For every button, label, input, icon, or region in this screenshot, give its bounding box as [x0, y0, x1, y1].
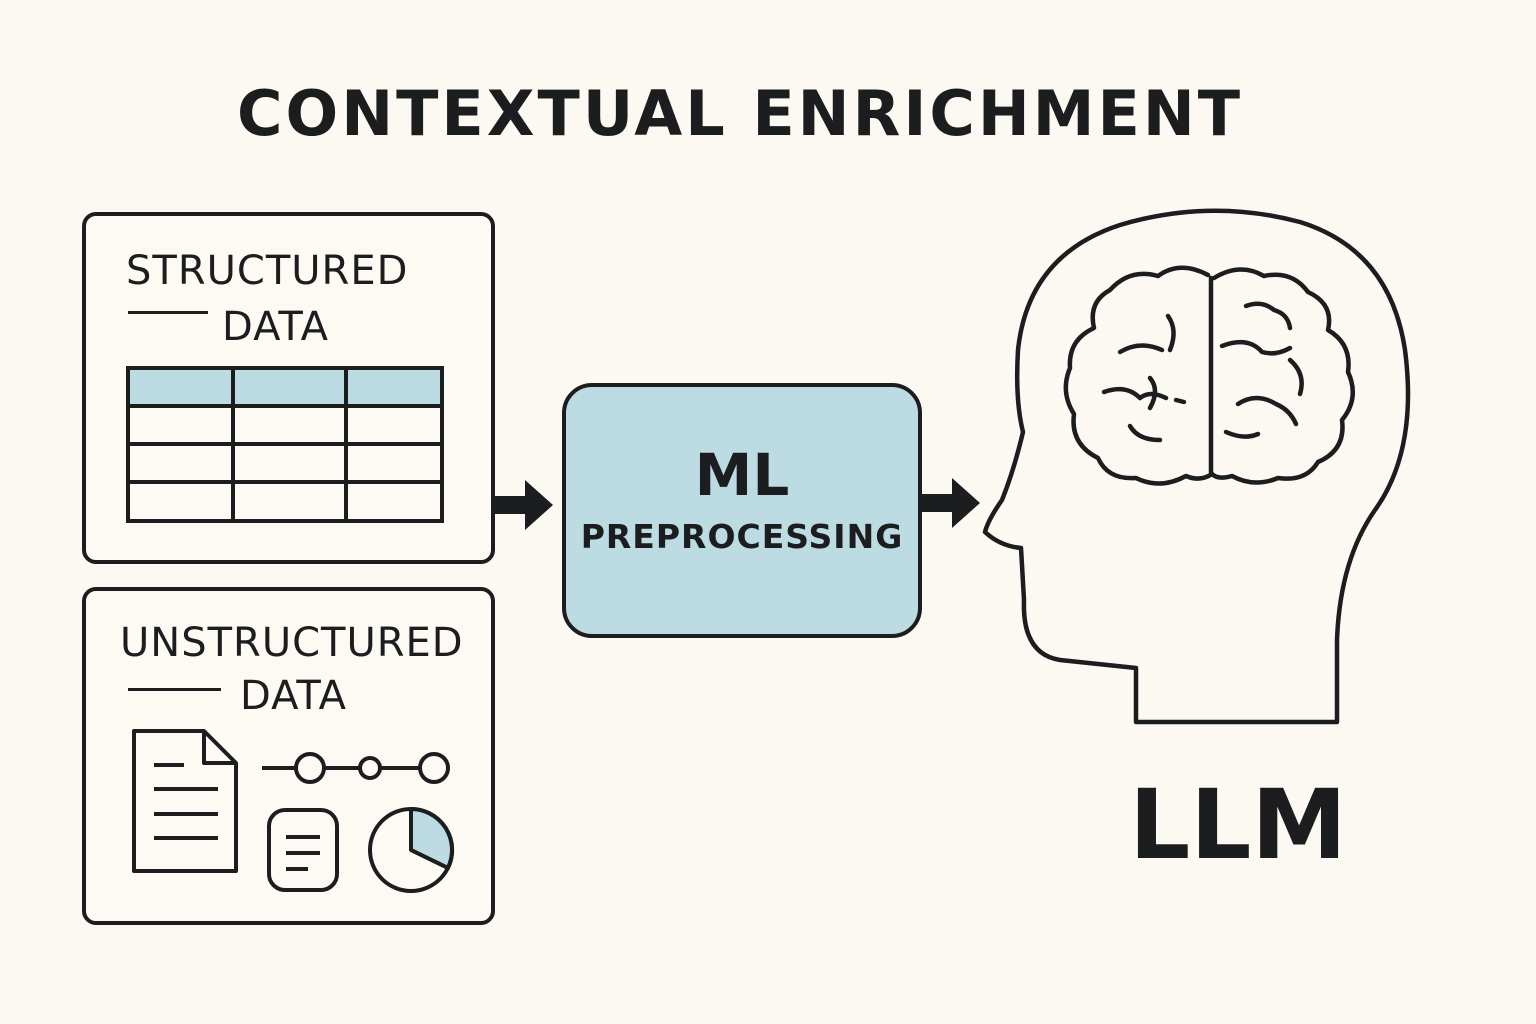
llm-label: LLM: [1129, 769, 1347, 881]
brain-icon: [1063, 265, 1356, 486]
structured-data-panel: STRUCTURED DATA: [82, 212, 495, 564]
arrow-right-icon: [920, 478, 980, 528]
timeline-icon: [262, 752, 450, 784]
ml-box-subtitle: PREPROCESSING: [580, 517, 904, 556]
ml-preprocessing-box: ML PREPROCESSING: [562, 383, 922, 638]
arrow-right-icon: [495, 480, 553, 530]
unstructured-data-panel: UNSTRUCTURED DATA: [82, 587, 495, 925]
unstructured-label-rule: [128, 688, 221, 691]
table-icon: [126, 366, 444, 523]
structured-label-rule: [128, 311, 208, 314]
unstructured-label-line1: UNSTRUCTURED: [120, 620, 464, 666]
unstructured-label-line2: DATA: [240, 673, 348, 719]
ml-box-title: ML: [694, 441, 790, 509]
note-icon: [267, 808, 339, 892]
pie-chart-icon: [368, 806, 455, 893]
structured-label-line1: STRUCTURED: [126, 248, 409, 294]
diagram-title: CONTEXTUAL ENRICHMENT: [236, 77, 1244, 150]
structured-label-line2: DATA: [222, 304, 330, 350]
head-icon: [982, 208, 1411, 725]
document-icon: [132, 729, 238, 873]
